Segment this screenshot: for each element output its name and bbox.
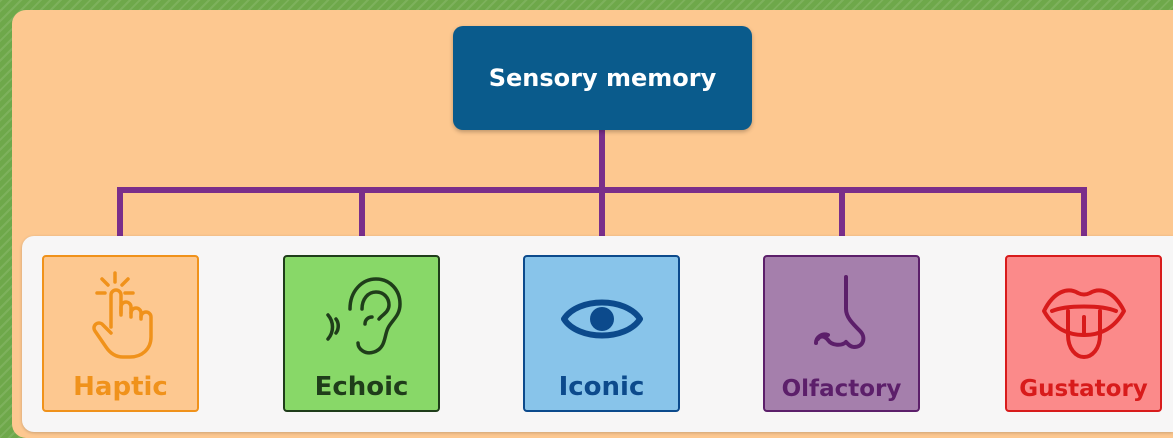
gustatory-label: Gustatory <box>1019 376 1148 402</box>
haptic-label: Haptic <box>73 372 168 402</box>
nose-icon <box>813 275 865 349</box>
echoic-card: Echoic <box>283 255 440 412</box>
iconic-label: Iconic <box>558 372 645 402</box>
sensory-memory-label: Sensory memory <box>488 64 717 92</box>
sensory-memory-box: Sensory memory <box>453 26 752 130</box>
haptic-card: Haptic <box>42 255 199 412</box>
olfactory-card: Olfactory <box>763 255 920 412</box>
mouth-tongue-icon <box>1041 288 1126 359</box>
gustatory-card: Gustatory <box>1005 255 1162 412</box>
olfactory-label: Olfactory <box>781 376 902 402</box>
eye-icon <box>560 299 643 339</box>
touch-hand-icon <box>91 271 153 359</box>
echoic-label: Echoic <box>314 372 409 402</box>
ear-icon <box>325 277 402 355</box>
iconic-card: Iconic <box>523 255 680 412</box>
